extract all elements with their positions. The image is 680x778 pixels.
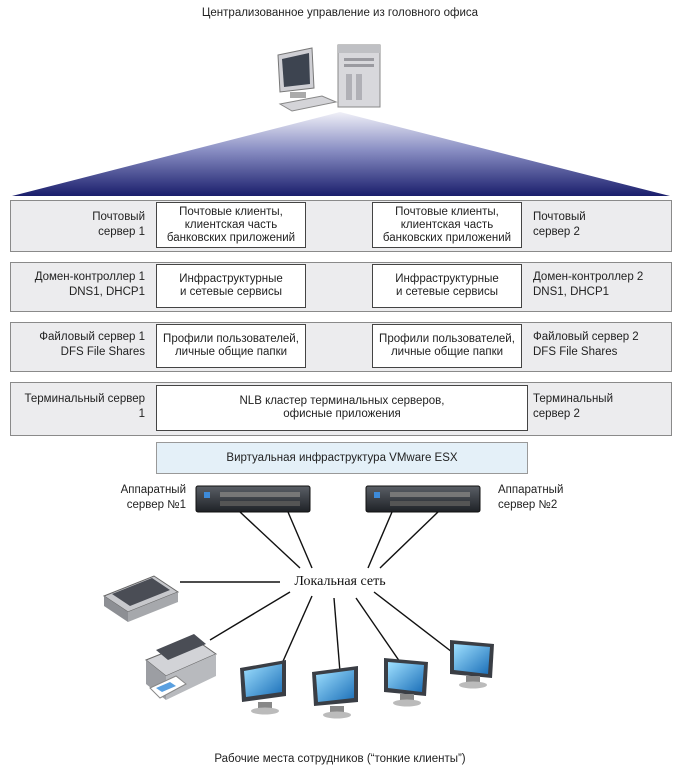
network-lines bbox=[180, 511, 453, 673]
thin-client-monitor-2-icon bbox=[312, 666, 358, 719]
hardware-server-1-icon bbox=[195, 485, 311, 513]
diagram-title: Централизованное управление из головного… bbox=[201, 7, 479, 19]
server-row-file bbox=[10, 322, 672, 372]
row-2-right-box: Инфраструктурные и сетевые сервисы bbox=[372, 264, 522, 308]
thin-client-monitor-1-icon bbox=[240, 660, 286, 715]
scanner-icon bbox=[102, 575, 180, 622]
terminal-left-label: Терминальный сервер 1 bbox=[24, 393, 146, 420]
vmware-infrastructure-bar: Виртуальная инфраструктура VMware ESX bbox=[156, 442, 528, 474]
row-3-right-box: Профили пользователей, личные общие папк… bbox=[372, 324, 522, 368]
row-1-left-box: Почтовые клиенты, клиентская часть банко… bbox=[156, 202, 306, 248]
management-triangle bbox=[12, 112, 670, 196]
row-3-right-label: Файловый сервер 2 DFS File Shares bbox=[533, 331, 639, 358]
management-pc-icon bbox=[277, 44, 381, 112]
row-2-right-label: Домен-контроллер 2 DNS1, DHCP1 bbox=[533, 271, 644, 298]
row-3-left-box: Профили пользователей, личные общие папк… bbox=[156, 324, 306, 368]
thin-client-monitor-4-icon bbox=[450, 640, 494, 689]
terminal-cluster-box: NLB кластер терминальных серверов, офисн… bbox=[156, 385, 528, 431]
row-1-right-label: Почтовый сервер 2 bbox=[533, 211, 586, 238]
printer-icon bbox=[145, 634, 218, 700]
server-row-mail bbox=[10, 200, 672, 252]
local-network-label: Локальная сеть bbox=[280, 574, 400, 590]
workstations-caption: Рабочие места сотрудников (“тонкие клиен… bbox=[214, 753, 466, 765]
hardware-server-1-label: Аппаратный сервер №1 bbox=[120, 484, 186, 511]
hardware-server-2-label: Аппаратный сервер №2 bbox=[498, 484, 564, 511]
row-2-left-box: Инфраструктурные и сетевые сервисы bbox=[156, 264, 306, 308]
server-row-domain bbox=[10, 262, 672, 312]
row-1-left-label: Почтовый сервер 1 bbox=[92, 211, 145, 238]
hardware-server-2-icon bbox=[365, 485, 481, 513]
terminal-right-label: Терминальный сервер 2 bbox=[533, 393, 613, 420]
thin-client-monitor-3-icon bbox=[384, 658, 428, 707]
row-3-left-label: Файловый сервер 1 DFS File Shares bbox=[39, 331, 145, 358]
row-1-right-box: Почтовые клиенты, клиентская часть банко… bbox=[372, 202, 522, 248]
row-2-left-label: Домен-контроллер 1 DNS1, DHCP1 bbox=[34, 271, 145, 298]
